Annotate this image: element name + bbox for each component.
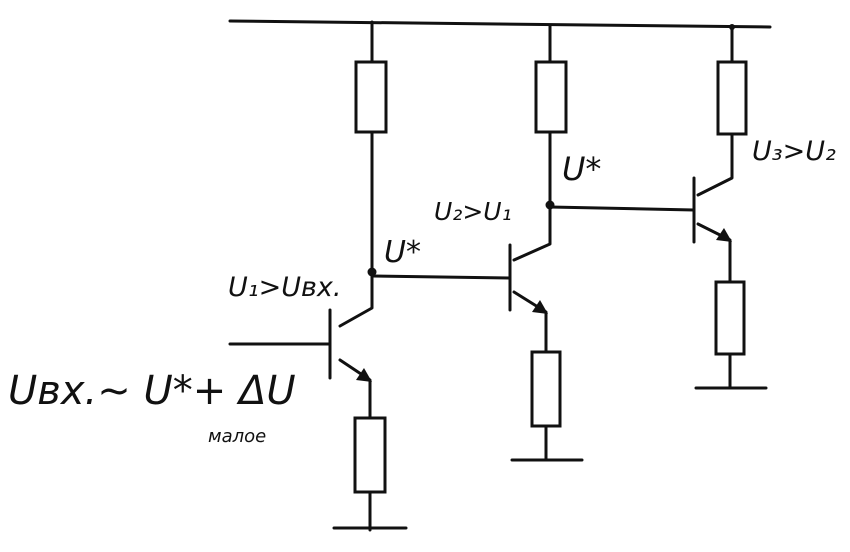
link-1-2 (370, 274, 512, 280)
stage-3 (692, 24, 768, 390)
label-u1-gt-uin: U₁>Uвх. (228, 272, 341, 303)
stage2-emitter-resistor (530, 350, 562, 428)
label-u-star-stage1: U* (384, 235, 421, 270)
stage3-emitter-arrow (716, 228, 732, 242)
label-u3-gt-u2: U₃>U₂ (752, 136, 836, 167)
stage2-collector-wire (512, 23, 552, 262)
stage-1 (228, 20, 408, 532)
stage1-collector-wire (338, 20, 374, 328)
stage1-base (228, 308, 332, 380)
stage2-collector-resistor (534, 60, 568, 134)
label-u-star-stage2: U* (562, 150, 601, 188)
stage3-rail-node (729, 24, 735, 30)
link-2-3 (548, 205, 696, 212)
label-u2-gt-u1: U₂>U₁ (434, 197, 512, 226)
stage3-collector-resistor (716, 60, 748, 136)
label-input-note: малое (208, 426, 266, 447)
stage3-emitter-resistor (714, 280, 746, 356)
stage1-collector-resistor (354, 60, 388, 134)
stage2-emitter-arrow (532, 300, 548, 314)
stage1-emitter-resistor (353, 416, 387, 494)
stage3-collector-wire (696, 25, 734, 197)
supply-rail (228, 19, 772, 29)
label-input-formula: Uвх.~ U*+ ΔU (8, 368, 296, 414)
stage-2 (508, 23, 584, 462)
stage1-emitter-arrow (356, 368, 372, 382)
stage1-collector-node (367, 267, 377, 277)
